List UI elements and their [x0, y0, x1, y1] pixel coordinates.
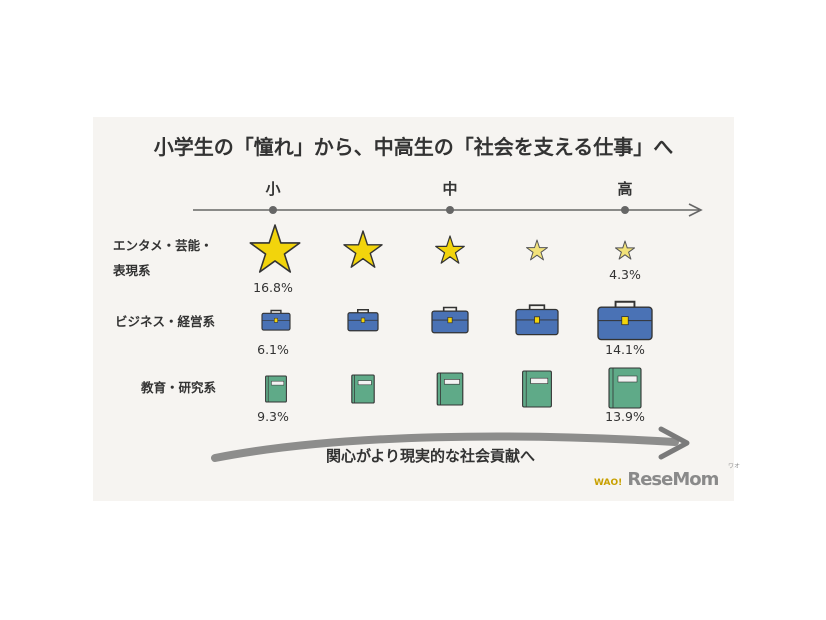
- book-icon: [522, 370, 552, 408]
- timeline-dot-junior: [446, 206, 454, 214]
- value-education-elementary: 9.3%: [257, 409, 289, 424]
- book-icon: [351, 374, 375, 404]
- infographic-title: 小学生の「憧れ」から、中高生の「社会を支える仕事」へ: [153, 135, 674, 159]
- value-business-high: 14.1%: [605, 342, 645, 357]
- briefcase-icon: [431, 306, 469, 334]
- row-label-entertainment: エンタメ・芸能・ 表現系: [113, 233, 213, 283]
- stage-label-high: 高: [617, 180, 633, 198]
- bottom-caption: 関心がより現実的な社会貢献へ: [326, 447, 535, 465]
- book-icon: [436, 372, 464, 406]
- row-label-business: ビジネス・経営系: [115, 314, 216, 329]
- row-label-line: エンタメ・芸能・: [113, 238, 213, 253]
- briefcase-icon: [347, 309, 379, 332]
- star-icon: [343, 230, 383, 268]
- value-education-high: 13.9%: [605, 409, 645, 424]
- artwork-layer: [193, 203, 703, 462]
- timeline-dot-high: [621, 206, 629, 214]
- value-entertainment-elementary: 16.8%: [253, 280, 293, 295]
- wao-logo-text: WAO!: [594, 478, 623, 488]
- star-icon: [614, 240, 636, 260]
- book-icon: [608, 367, 642, 409]
- briefcase-icon: [515, 304, 559, 336]
- progress-arrowhead: [658, 426, 690, 460]
- star-icon: [526, 239, 548, 261]
- stage-label-elementary: 小: [265, 180, 281, 198]
- briefcase-icon: [597, 300, 653, 341]
- timeline-dot-elementary: [269, 206, 277, 214]
- value-business-elementary: 6.1%: [257, 342, 289, 357]
- row-label-education: 教育・研究系: [141, 380, 217, 395]
- row-label-line: 表現系: [113, 263, 151, 278]
- logo-sub-text: ワオ: [728, 463, 741, 470]
- star-icon: [249, 224, 301, 273]
- infographic-card: 小学生の「憧れ」から、中高生の「社会を支える仕事」へ: [93, 117, 740, 501]
- book-icon: [265, 375, 287, 403]
- resemom-logo-text: ReseMom: [627, 469, 719, 490]
- value-entertainment-high: 4.3%: [609, 267, 641, 282]
- progress-arrow: [211, 432, 679, 462]
- stage-label-junior: 中: [442, 180, 458, 198]
- briefcase-icon: [261, 309, 291, 331]
- timeline-arrowhead: [688, 203, 703, 217]
- star-icon: [435, 235, 465, 264]
- logo: WAO! ReseMom ワオ: [594, 463, 740, 490]
